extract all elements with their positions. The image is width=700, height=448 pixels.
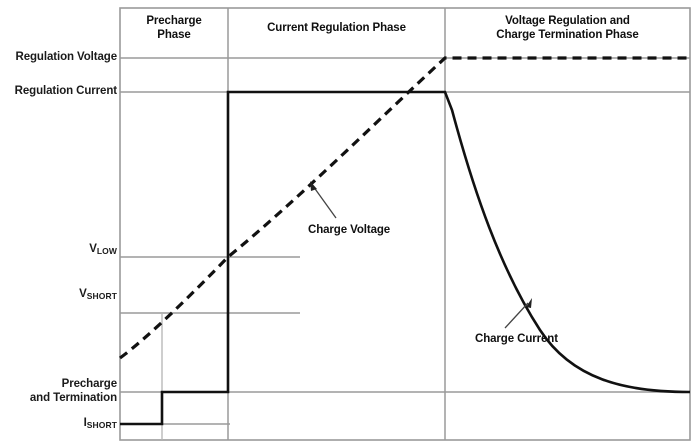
axis-label-precharge-termination-line2: and Termination	[29, 391, 117, 404]
axis-label-precharge-termination-line1: Precharge	[61, 378, 117, 390]
phase-title-current-regulation-line1: Current Regulation Phase	[267, 22, 406, 34]
series-charge-voltage	[119, 56, 690, 360]
axis-label-i-short-subscript: SHORT	[86, 419, 117, 430]
axis-label-v-short-base: V	[79, 288, 87, 300]
plot-border	[119, 7, 691, 441]
annotation-charge-current-label: Charge Current	[475, 333, 558, 345]
phase-title-precharge-line2: Phase	[157, 28, 191, 41]
axis-label-regulation-voltage-text: Regulation Voltage	[15, 51, 118, 63]
axis-label-i-short-base: I	[83, 417, 87, 429]
annotation-leaders	[310, 181, 532, 329]
charge-voltage-arrowhead	[310, 181, 317, 191]
charge-voltage-leader-line	[312, 185, 337, 219]
axis-label-v-low: VLOW	[89, 243, 117, 256]
phase-title-current-regulation: Current Regulation Phase	[230, 22, 443, 36]
axis-label-regulation-voltage: Regulation Voltage	[16, 51, 118, 64]
charge-current-leader-line	[504, 302, 529, 329]
phase-title-precharge-line1: Precharge	[146, 15, 202, 27]
series-charge-current	[120, 90, 691, 426]
phase-title-voltage-regulation: Voltage Regulation and Charge Terminatio…	[447, 15, 688, 42]
axis-label-regulation-current: Regulation Current	[15, 85, 117, 98]
axis-label-precharge-termination: Precharge and Termination	[30, 378, 117, 405]
annotation-charge-voltage-label: Charge Voltage	[308, 224, 391, 236]
axis-label-v-low-base: V	[89, 243, 97, 255]
axis-label-v-short: VSHORT	[79, 288, 117, 301]
charge-voltage-curve	[119, 56, 690, 360]
axis-label-v-low-subscript: LOW	[96, 245, 117, 256]
phase-title-precharge: Precharge Phase	[122, 15, 226, 42]
axis-label-v-short-subscript: SHORT	[86, 290, 117, 301]
phase-title-voltage-regulation-line2: Charge Termination Phase	[496, 28, 639, 41]
phase-title-voltage-regulation-line1: Voltage Regulation and	[505, 15, 630, 27]
axis-label-i-short: ISHORT	[84, 417, 117, 430]
charge-current-curve	[120, 90, 691, 426]
charge-current-arrowhead	[526, 298, 532, 308]
plot-gridlines	[119, 7, 691, 441]
axis-label-regulation-current-text: Regulation Current	[14, 85, 117, 97]
